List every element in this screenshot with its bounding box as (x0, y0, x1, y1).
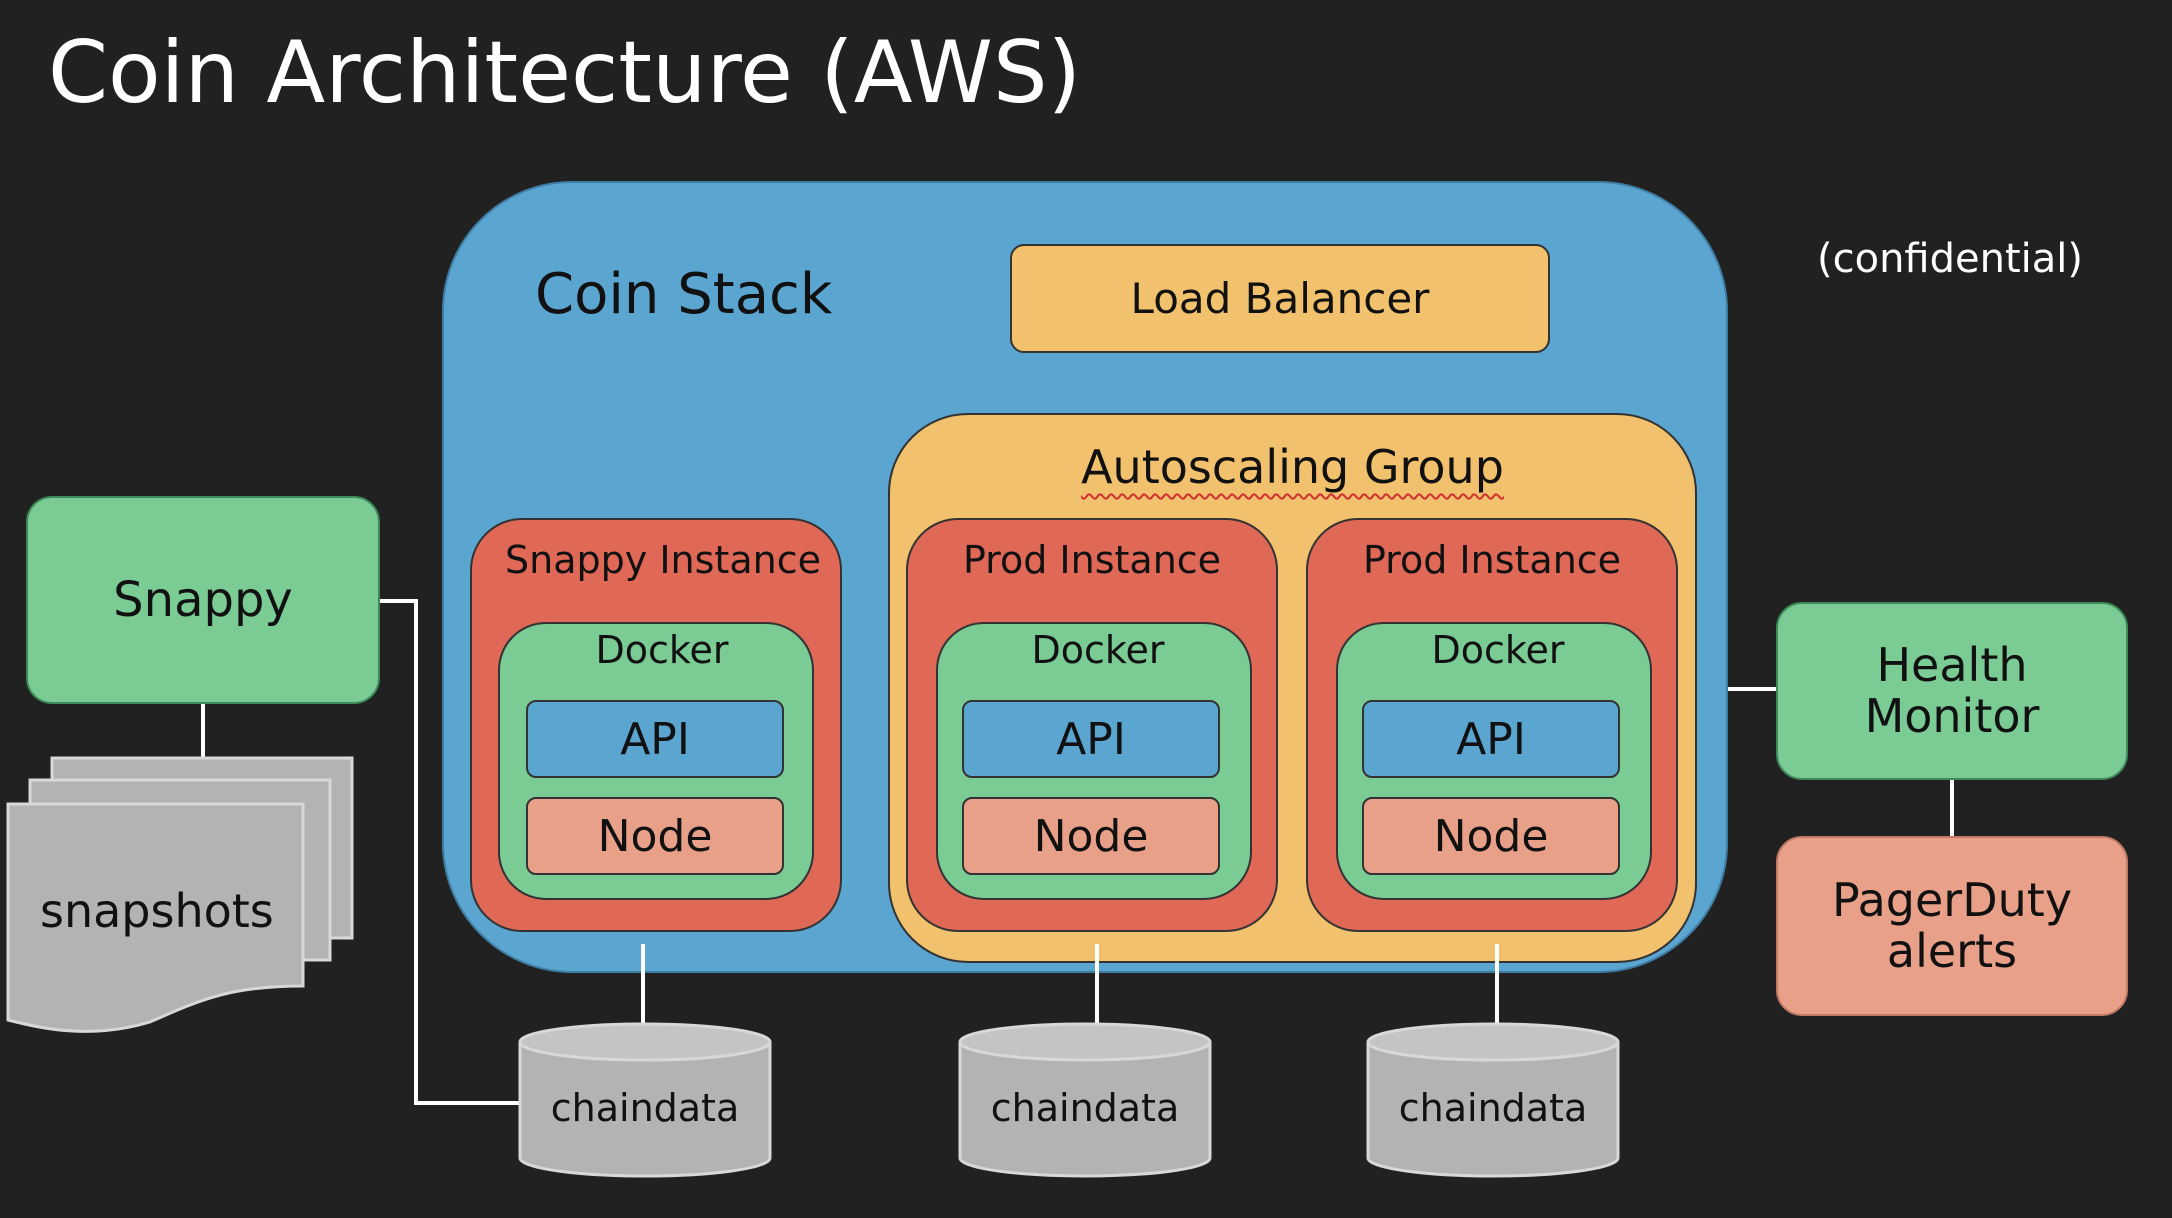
node-box: Node (526, 797, 784, 875)
chaindata-label: chaindata (990, 1086, 1180, 1130)
api-box: API (1362, 700, 1620, 778)
health-monitor-box: Health Monitor (1776, 602, 2128, 780)
autoscaling-group-label-wrap: Autoscaling Group (888, 440, 1697, 494)
snappy-box: Snappy (26, 496, 380, 704)
docker-label: Docker (1431, 628, 1565, 672)
api-label: API (620, 713, 690, 765)
health-monitor-label-line1: Health (1876, 638, 2028, 693)
chaindata-database-icon (518, 1022, 772, 1178)
asg-to-health-connector (1680, 687, 1778, 691)
chaindata-database-icon (1366, 1022, 1620, 1178)
health-to-pager-connector (1950, 780, 1954, 838)
api-box: API (526, 700, 784, 778)
pagerduty-alerts-box: PagerDuty alerts (1776, 836, 2128, 1016)
snappy-instance-label: Snappy Instance (505, 538, 821, 582)
instance-to-chaindata-connector (1495, 944, 1499, 1040)
snappy-to-snapshots-connector (201, 704, 205, 762)
load-balancer-box: Load Balancer (1010, 244, 1550, 353)
snapshots-label: snapshots (40, 884, 274, 938)
load-balancer-label: Load Balancer (1130, 274, 1430, 323)
pagerduty-label-line1: PagerDuty (1831, 873, 2073, 928)
snappy-to-chaindata-connector-h1 (380, 599, 418, 603)
confidential-note: (confidential) (1817, 236, 2083, 282)
snappy-to-chaindata-connector-h2 (414, 1101, 520, 1105)
node-box: Node (1362, 797, 1620, 875)
api-label: API (1456, 713, 1526, 765)
chaindata-label: chaindata (550, 1086, 740, 1130)
chaindata-database-icon (958, 1022, 1212, 1178)
api-label: API (1056, 713, 1126, 765)
node-label: Node (1033, 810, 1149, 862)
health-monitor-label-line2: Monitor (1864, 689, 2040, 743)
prod-instance-label: Prod Instance (962, 538, 1222, 582)
snappy-label: Snappy (113, 572, 293, 628)
node-box: Node (962, 797, 1220, 875)
page-title: Coin Architecture (AWS) (48, 23, 1082, 123)
docker-label: Docker (595, 628, 729, 672)
instance-to-chaindata-connector (641, 944, 645, 1040)
coin-stack-label: Coin Stack (535, 262, 833, 327)
node-label: Node (597, 810, 713, 862)
node-label: Node (1433, 810, 1549, 862)
docker-label: Docker (1031, 628, 1165, 672)
autoscaling-group-label: Autoscaling Group (1081, 440, 1504, 494)
snapshots-document-stack-icon (6, 756, 354, 1033)
snappy-to-chaindata-connector-v (414, 599, 418, 1105)
instance-to-chaindata-connector (1095, 944, 1099, 1040)
prod-instance-label: Prod Instance (1362, 538, 1622, 582)
pagerduty-label-line2: alerts (1886, 924, 2018, 978)
chaindata-label: chaindata (1398, 1086, 1588, 1130)
api-box: API (962, 700, 1220, 778)
